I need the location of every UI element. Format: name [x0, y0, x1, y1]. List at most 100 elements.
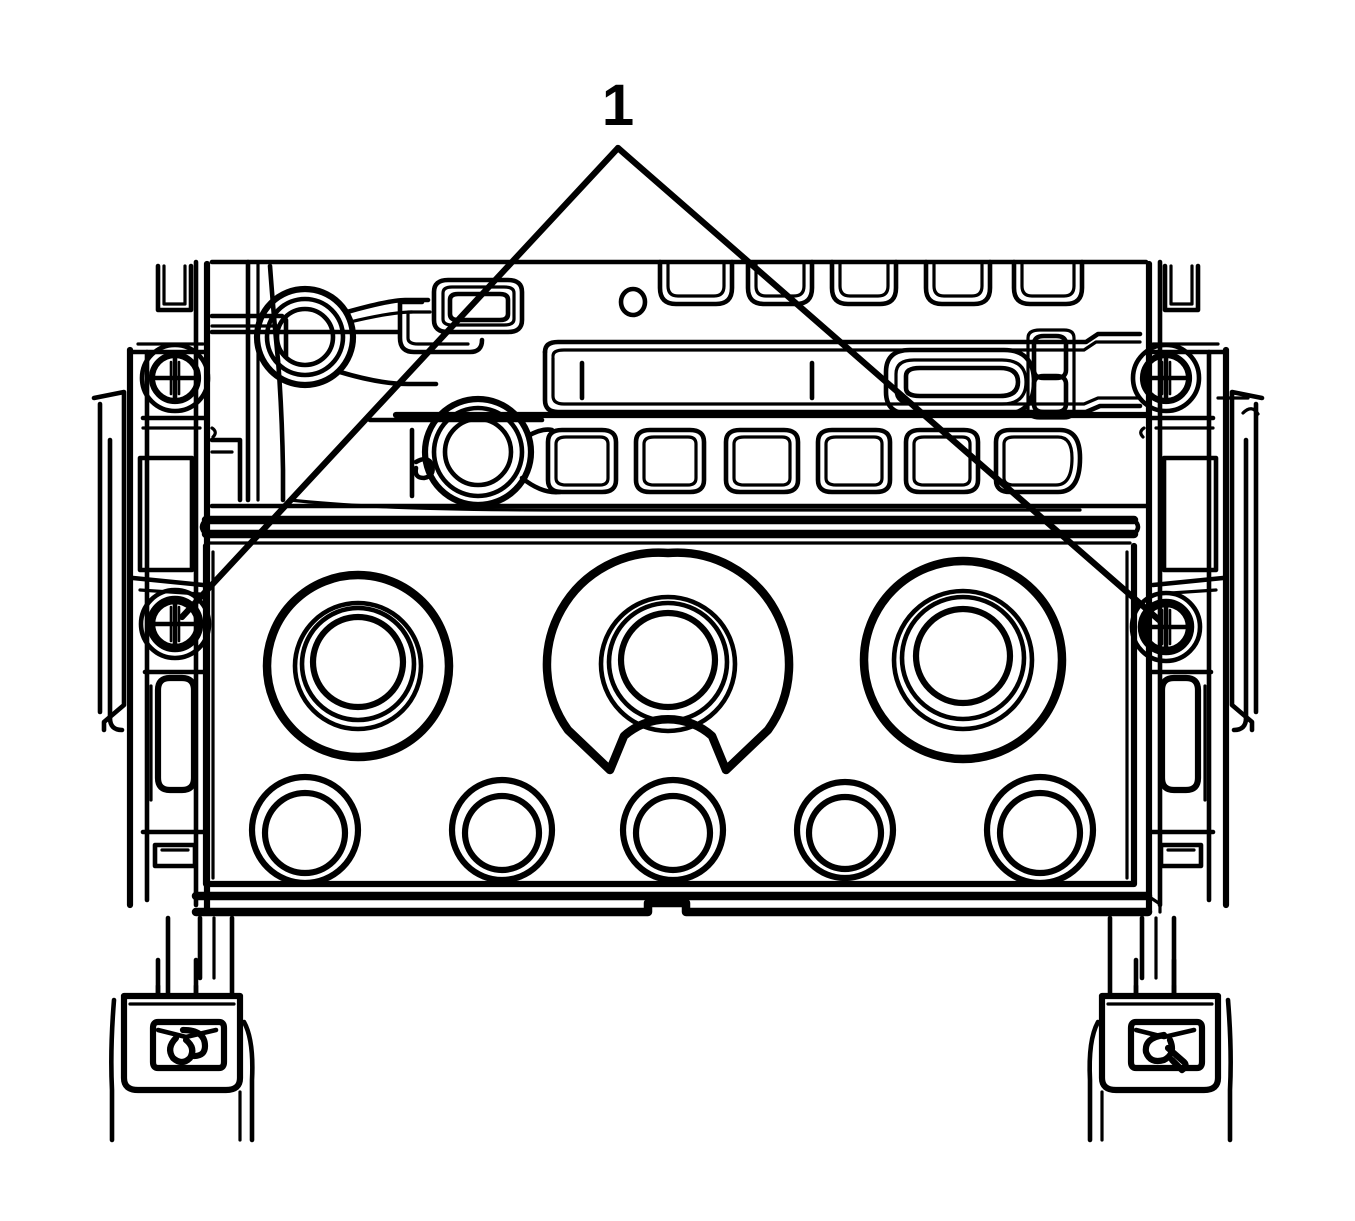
slot-4 — [815, 427, 893, 495]
port-small-1-outer — [248, 773, 362, 887]
right-rail-top-notch-inner — [1169, 264, 1194, 306]
left-rail-bottom-tab — [152, 842, 198, 869]
right-rail-pip — [1139, 426, 1146, 439]
port-large-right-r2 — [891, 588, 1035, 732]
small-port-row — [248, 773, 1097, 887]
left-upper-screw-detail — [169, 360, 181, 396]
br-bolt-square — [1127, 1018, 1206, 1072]
leader-line-right — [614, 144, 1163, 624]
right-hook — [1231, 437, 1249, 733]
left-rail-pip — [210, 426, 217, 439]
top-tab-1 — [657, 259, 735, 307]
upper-channel-top — [542, 331, 1143, 355]
left-upper-screw-outer — [139, 342, 211, 414]
bl-bolt-head — [179, 1026, 209, 1060]
left-mounting-rail — [126, 259, 217, 916]
port-large-right-r4 — [912, 605, 1014, 707]
br-bolt-stem — [1164, 1044, 1189, 1074]
port-upper-lower-r2 — [431, 405, 525, 499]
right-mounting-rail — [1129, 259, 1230, 916]
port-upper-right-oval — [883, 347, 1037, 417]
upper-mid-housing — [397, 299, 485, 355]
callout-label-1: 1 — [602, 73, 634, 138]
top-tab-4-inner — [932, 260, 984, 298]
left-upper-screw-head — [148, 351, 202, 405]
upper-body-slot-row — [545, 427, 1083, 495]
port-large-left-r4 — [309, 613, 407, 711]
port-small-2-inner — [461, 792, 543, 874]
right-screw-detail — [1160, 608, 1172, 646]
bl-bolt-square — [149, 1018, 228, 1072]
port-upper-mid-slot-inner — [441, 285, 516, 327]
oval-slot-mid — [894, 358, 1028, 406]
left-upper-screw — [139, 342, 211, 414]
bottom-mounting-legs — [165, 915, 1177, 998]
valve-body-lower — [191, 542, 1162, 917]
left-outer-plate — [91, 389, 127, 733]
port-large-center-r2 — [598, 594, 738, 734]
slot-2-inner — [642, 435, 698, 487]
port-large-left-r2 — [292, 600, 424, 732]
top-tab-3-inner — [838, 260, 890, 298]
small-notch-circle — [413, 456, 435, 481]
upper-right-double-slot — [1026, 328, 1076, 420]
port-upper-mid — [431, 277, 525, 335]
double-slot-housing — [1026, 328, 1076, 420]
upper-lower-bridge-a — [525, 427, 555, 439]
left-screw-head — [146, 595, 204, 653]
br-bracket-body — [1098, 992, 1222, 1094]
upper-lower-bridge-b — [519, 475, 563, 495]
port-large-center-r3 — [606, 600, 730, 724]
port-large-left-r1 — [262, 570, 454, 762]
port-small-4-outer — [793, 778, 897, 882]
right-rail-slot — [1158, 674, 1202, 794]
right-upper-screw-detail — [1160, 360, 1172, 396]
left-rail-top-notch — [155, 263, 194, 313]
upper-left-bridge-bot — [337, 369, 439, 387]
port-large-left — [262, 570, 454, 762]
port-large-center-outer — [542, 548, 794, 775]
ridge-bar-cap-left — [199, 517, 209, 537]
slot-3 — [723, 427, 801, 495]
port-large-right — [859, 556, 1067, 764]
right-rail-bottom-tab — [1158, 842, 1204, 869]
slot-3-inner — [732, 435, 792, 487]
double-slot-bottom — [1031, 373, 1069, 415]
top-tab-2-inner — [754, 260, 806, 298]
right-upper-screw-outer — [1130, 342, 1202, 414]
port-upper-mid-slot-inner2 — [447, 291, 511, 323]
bottom-left-bracket — [109, 957, 255, 1143]
slot-5-inner — [912, 435, 972, 487]
lower-plate-bottom-line — [191, 898, 1153, 917]
pin-hole — [618, 286, 648, 318]
bl-bracket-body — [120, 992, 244, 1094]
lower-body-outline — [202, 542, 1138, 888]
slot-4-inner — [824, 435, 884, 487]
top-tab-1-inner — [666, 260, 726, 298]
br-strap-left — [1087, 1019, 1101, 1143]
left-rail-window — [137, 455, 195, 573]
left-rail-top-notch-inner — [162, 264, 187, 306]
right-mounting-screw — [1129, 590, 1203, 664]
left-screw-detail — [169, 605, 181, 643]
port-large-right-r3 — [899, 594, 1027, 722]
top-tab-5-inner — [1020, 260, 1076, 298]
left-hook — [107, 437, 125, 733]
right-rail-window — [1161, 455, 1219, 573]
upper-left-curve — [267, 263, 286, 503]
slot-2 — [633, 427, 707, 495]
port-upper-lower-r3 — [442, 416, 514, 488]
top-tab-2 — [745, 259, 815, 307]
right-outer-plate — [1229, 389, 1265, 733]
port-small-5-inner — [996, 789, 1084, 877]
left-mounting-screw — [138, 587, 212, 661]
port-large-center — [542, 548, 794, 775]
top-tab-3 — [829, 259, 899, 307]
port-large-right-r1 — [859, 556, 1067, 764]
right-upper-screw — [1130, 342, 1202, 414]
port-small-2-outer — [448, 776, 556, 884]
port-large-left-r3 — [299, 605, 417, 723]
bl-strap-left — [109, 997, 117, 1143]
